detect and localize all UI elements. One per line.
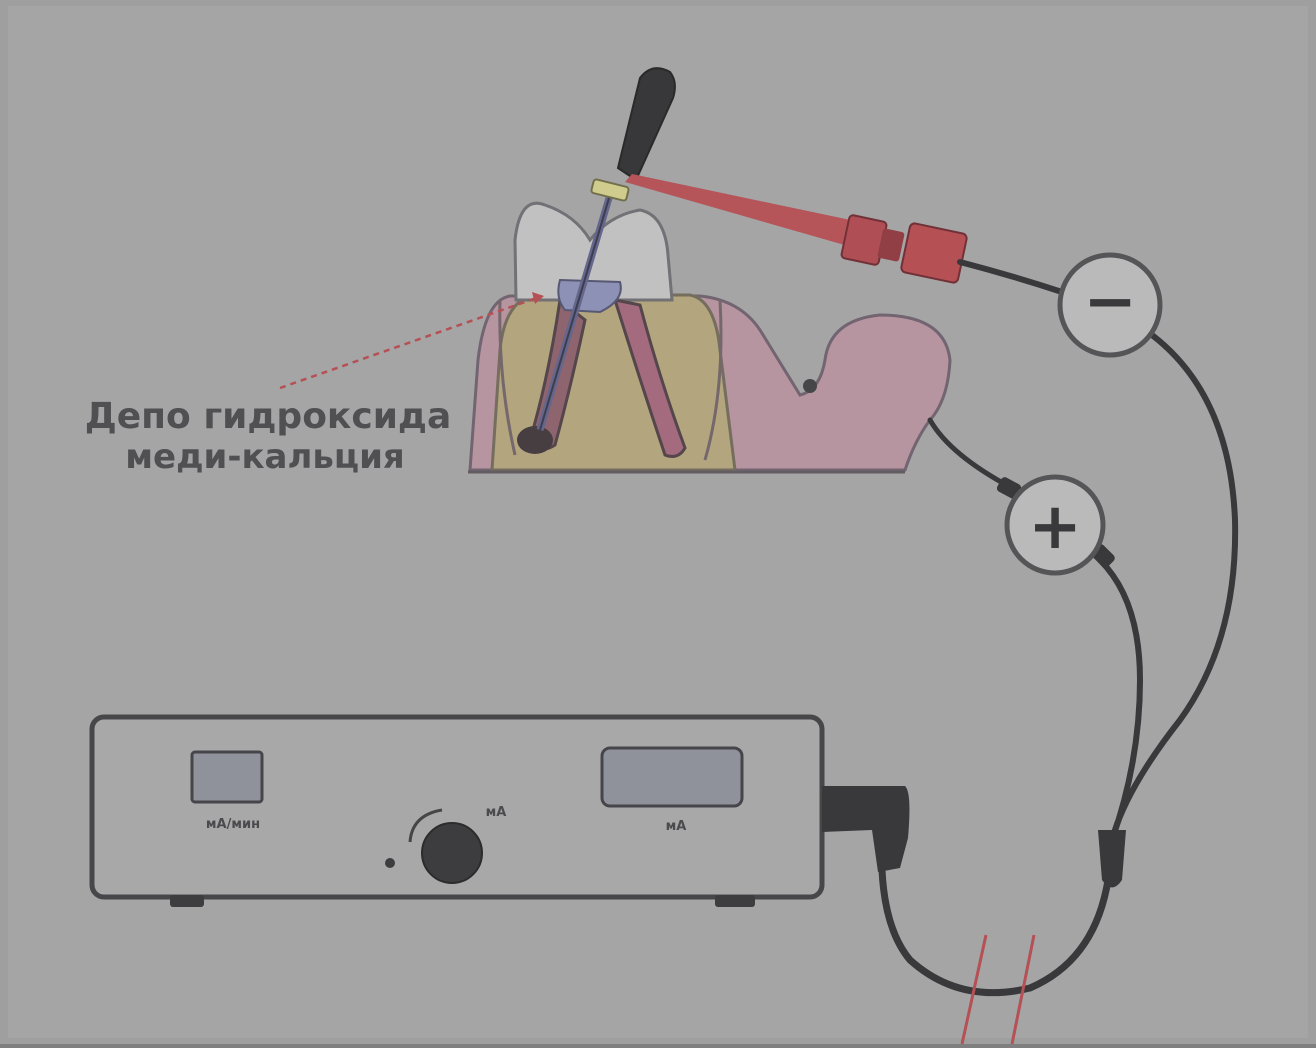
depophoresis-diagram: Депо гидроксида меди-кальция − + мА/мин — [0, 0, 1316, 1044]
diagram-canvas: Депо гидроксида меди-кальция − + мА/мин — [0, 0, 1316, 1044]
haze-overlay — [0, 0, 1316, 1044]
